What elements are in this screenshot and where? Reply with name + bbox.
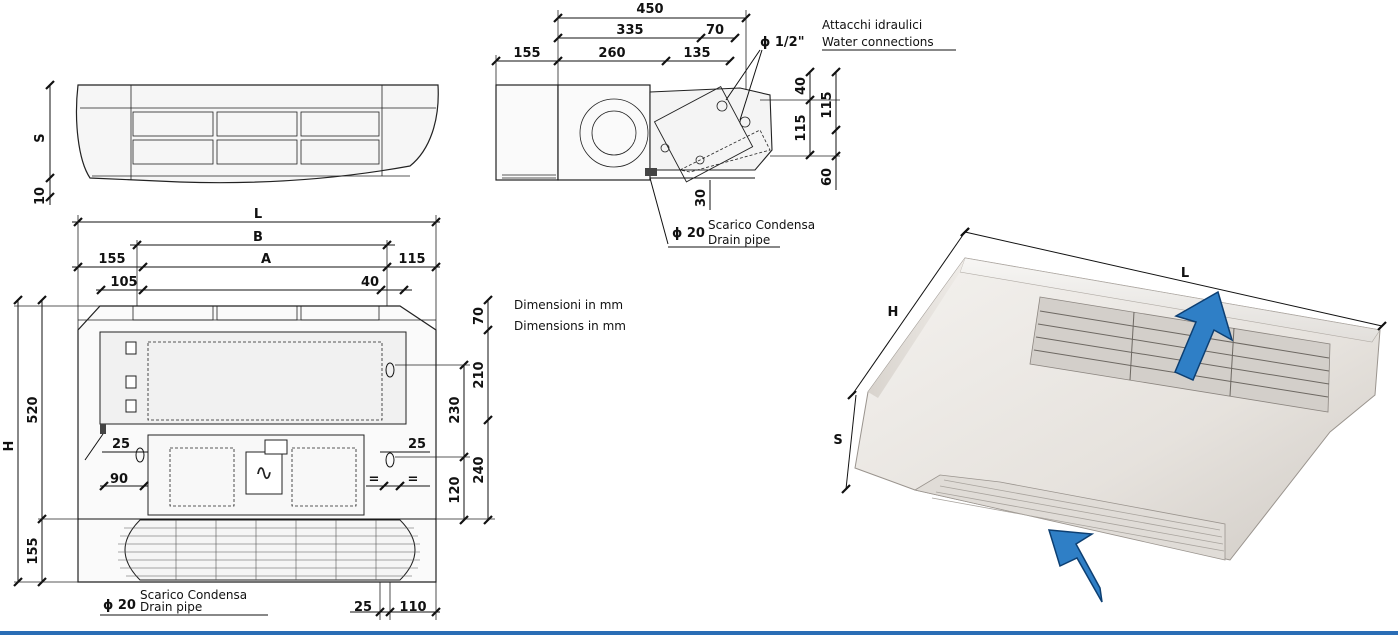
dim-60-label: 60 xyxy=(820,168,835,186)
render-dim-H: H xyxy=(888,305,899,320)
dim-115a-label: 115 xyxy=(794,114,809,141)
dim-155b-label: 155 xyxy=(26,537,41,564)
dim-120-label: 120 xyxy=(448,476,463,503)
dim-155-side-label: 155 xyxy=(513,46,540,61)
dim-40-side-label: 40 xyxy=(794,77,809,95)
top-view: S 10 xyxy=(33,80,439,205)
units-en: Dimensions in mm xyxy=(514,319,626,333)
front-view: ∿ L B 155 A 115 105 40 xyxy=(2,207,495,620)
unit-render: L H S xyxy=(833,227,1387,603)
dim-30-label: 30 xyxy=(694,189,709,207)
dim-25a-label: 25 xyxy=(112,437,130,452)
dim-115-front-label: 115 xyxy=(398,252,425,267)
side-drain-phi: ϕ 20 xyxy=(672,226,705,241)
dim-s-label: S xyxy=(33,133,48,142)
dim-450-label: 450 xyxy=(636,2,663,17)
dim-240-label: 240 xyxy=(472,456,487,483)
dim-A-label: A xyxy=(261,252,271,267)
dim-25c-label: 25 xyxy=(354,600,372,615)
front-drain-en: Drain pipe xyxy=(140,600,202,614)
dim-L-label: L xyxy=(254,207,262,222)
dim-520-label: 520 xyxy=(26,396,41,423)
render-dim-L: L xyxy=(1181,266,1189,281)
dim-H-label: H xyxy=(2,441,17,452)
dim-335-label: 335 xyxy=(616,23,643,38)
water-connections-it: Attacchi idraulici xyxy=(822,18,922,32)
dim-155-front-label: 155 xyxy=(98,252,125,267)
dim-40-front-label: 40 xyxy=(361,275,379,290)
water-connections-en: Water connections xyxy=(822,35,934,49)
dim-90-label: 90 xyxy=(110,472,128,487)
dim-phi-half-label: ϕ 1/2" xyxy=(760,35,805,50)
side-view: 450 335 70 155 260 135 Attacchi idraulic… xyxy=(491,2,956,248)
dim-B-label: B xyxy=(253,230,263,245)
dim-230-label: 230 xyxy=(448,396,463,423)
dim-135-label: 135 xyxy=(683,46,710,61)
front-drain-phi: ϕ 20 xyxy=(103,598,136,613)
dim-110-label: 110 xyxy=(399,600,426,615)
dim-260-label: 260 xyxy=(598,46,625,61)
side-drain-en: Drain pipe xyxy=(708,233,770,247)
dim-10-label: 10 xyxy=(33,187,48,205)
accent-bar xyxy=(0,631,1398,635)
dim-eq2-label: = xyxy=(408,472,419,487)
dim-210-label: 210 xyxy=(472,361,487,388)
dim-70-front-label: 70 xyxy=(472,307,487,325)
units-it: Dimensioni in mm xyxy=(514,298,623,312)
front-drain-it: Scarico Condensa xyxy=(140,588,247,602)
dim-70-label: 70 xyxy=(706,23,724,38)
dim-115b-label: 115 xyxy=(820,91,835,118)
svg-text:∿: ∿ xyxy=(255,461,273,486)
side-drain-it: Scarico Condensa xyxy=(708,218,815,232)
render-dim-S: S xyxy=(833,433,842,448)
dim-25b-label: 25 xyxy=(408,437,426,452)
dim-eq1-label: = xyxy=(369,472,380,487)
dim-105-label: 105 xyxy=(110,275,137,290)
